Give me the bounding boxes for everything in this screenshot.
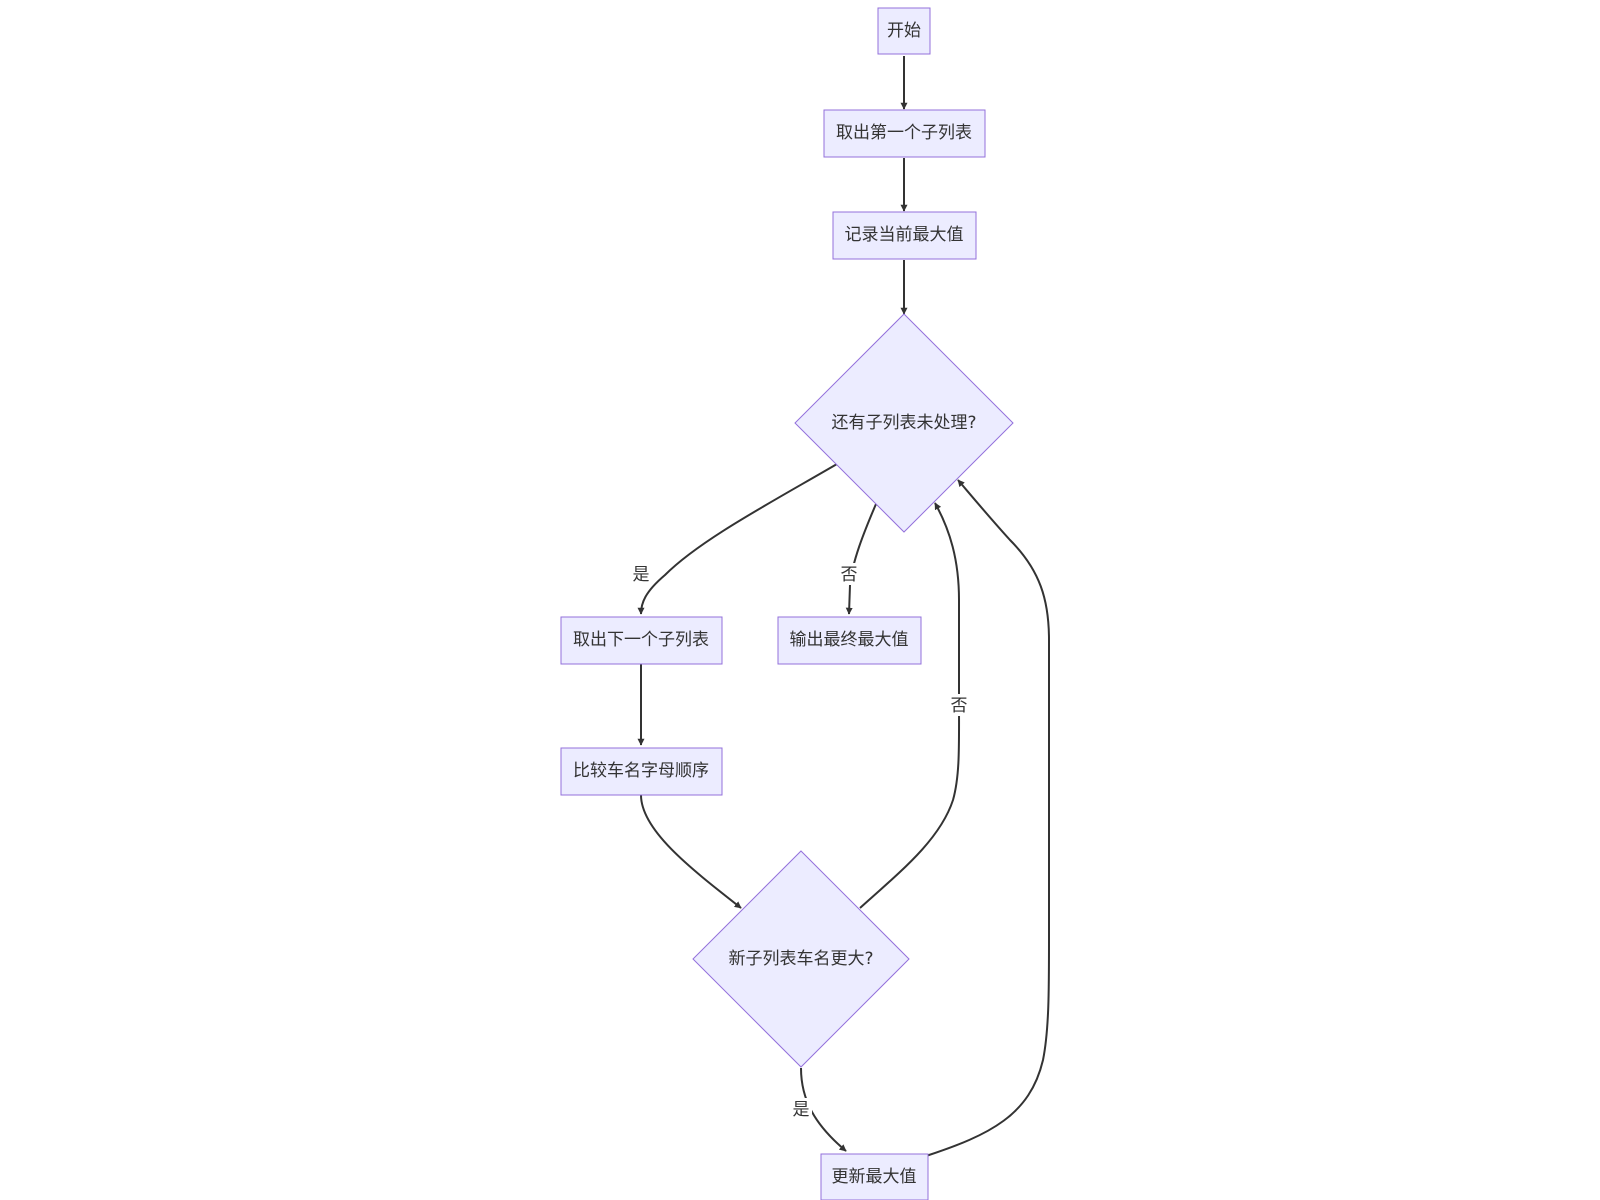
edge-update-max-to-more-sublists xyxy=(925,479,1050,1157)
edge-label-more-yes-text: 是 xyxy=(633,565,650,585)
nodes: 开始 取出第一个子列表 记录当前最大值 还有子列表未处理? 取出下一个子列表 输… xyxy=(560,7,1014,1200)
edge-label-larger-yes-text: 是 xyxy=(793,1100,810,1120)
node-start: 开始 xyxy=(877,7,931,55)
edge-label-more-no-text: 否 xyxy=(841,565,858,585)
node-update-max: 更新最大值 xyxy=(820,1153,929,1200)
node-more-sublists-label: 还有子列表未处理? xyxy=(831,413,976,433)
edge-label-larger-no-text: 否 xyxy=(951,696,968,716)
node-start-label: 开始 xyxy=(887,21,921,41)
node-compare-names: 比较车名字母顺序 xyxy=(560,747,723,796)
edges xyxy=(637,56,1050,1157)
edge-more-sublists-to-output-max xyxy=(845,503,877,615)
node-new-larger: 新子列表车名更大? xyxy=(692,850,910,1068)
node-take-next-label: 取出下一个子列表 xyxy=(573,630,709,650)
edge-label-more-no: 否 xyxy=(838,563,860,585)
node-take-first: 取出第一个子列表 xyxy=(823,109,986,158)
node-take-next: 取出下一个子列表 xyxy=(560,616,723,665)
node-record-max: 记录当前最大值 xyxy=(832,211,977,260)
node-compare-names-label: 比较车名字母顺序 xyxy=(573,761,709,781)
edge-label-larger-no: 否 xyxy=(948,694,970,716)
edge-new-larger-to-more-sublists xyxy=(859,502,961,909)
edge-label-more-yes: 是 xyxy=(630,563,652,585)
edge-compare-names-to-new-larger xyxy=(640,794,742,909)
edge-more-sublists-to-take-next xyxy=(637,463,838,615)
node-output-max: 输出最终最大值 xyxy=(777,616,922,665)
node-output-max-label: 输出最终最大值 xyxy=(790,630,909,650)
node-update-max-label: 更新最大值 xyxy=(832,1167,917,1187)
node-record-max-label: 记录当前最大值 xyxy=(845,225,964,245)
node-more-sublists: 还有子列表未处理? xyxy=(794,313,1014,533)
node-new-larger-label: 新子列表车名更大? xyxy=(728,949,873,969)
edge-label-larger-yes: 是 xyxy=(790,1098,812,1120)
node-take-first-label: 取出第一个子列表 xyxy=(836,123,972,143)
edge-labels: 是 否 否 是 xyxy=(630,563,970,1120)
